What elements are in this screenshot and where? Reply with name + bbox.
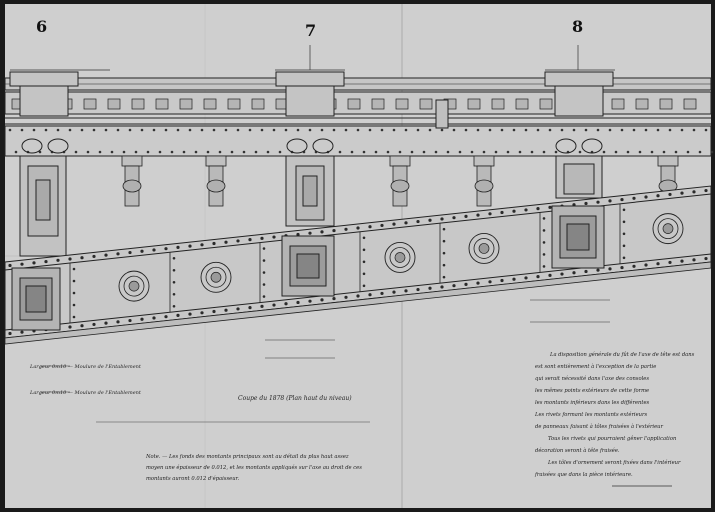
svg-text:Tous les rivets qui pourraient: Tous les rivets qui pourraient gêner l'a… <box>548 435 676 442</box>
pilaster-bay-8 <box>555 155 603 199</box>
pilaster-bay-6 <box>19 155 67 257</box>
dimension-notes <box>40 299 610 393</box>
label-left-2: Largeur 0m10 — Moulure de l'Entablement <box>29 390 142 396</box>
pilaster-bay-7 <box>285 155 335 227</box>
label-left-1: Largeur 0m10 — Moulure de l'Entablement <box>29 364 142 370</box>
bay-number-7: 7 <box>305 21 316 40</box>
ornament-panel-1 <box>11 267 61 331</box>
capital-bay-7 <box>275 71 345 154</box>
svg-text:qui serait nécessité dans l'ax: qui serait nécessité dans l'axe des cons… <box>535 375 649 382</box>
note-right: La disposition générale du fût de l'axe … <box>534 351 695 478</box>
svg-text:Les tôles d'ornement seront fi: Les tôles d'ornement seront fixées dans … <box>547 459 681 466</box>
svg-text:La disposition générale du fût: La disposition générale du fût de l'axe … <box>549 351 695 358</box>
svg-text:moyen une épaisseur de 0.012,: moyen une épaisseur de 0.012, et les mon… <box>146 464 362 471</box>
svg-text:les montants inférieurs dans l: les montants inférieurs dans les différe… <box>535 399 650 406</box>
svg-text:les mêmes points extérieurs de: les mêmes points extérieurs de cette for… <box>535 387 649 394</box>
svg-text:est sont entièrement à l'excep: est sont entièrement à l'exception de la… <box>535 363 656 370</box>
svg-text:Note. — Les fonds des montants: Note. — Les fonds des montants principau… <box>145 453 349 460</box>
inclined-stringer <box>4 185 712 345</box>
note-bottom: Note. — Les fonds des montants principau… <box>145 453 362 482</box>
capital-bay-6 <box>9 71 79 154</box>
beam-rivets <box>8 128 714 154</box>
scale-caption: Coupe du 1878 (Plan haut du niveau) <box>238 395 352 402</box>
ornament-panel-3 <box>551 205 605 269</box>
svg-text:montants auront 0.012 d'épaiss: montants auront 0.012 d'épaisseur. <box>146 475 239 482</box>
capital-bay-8 <box>544 71 614 154</box>
svg-text:décoration seront à tête frais: décoration seront à tête fraisée. <box>535 447 620 454</box>
ornament-panel-2 <box>281 235 335 297</box>
small-console <box>435 99 449 129</box>
top-dimension-lines <box>10 45 615 71</box>
bay-number-8: 8 <box>572 17 583 36</box>
stringer-joints <box>69 203 626 324</box>
svg-text:Les rivets formant les montant: Les rivets formant les montants extérieu… <box>534 411 647 418</box>
stringer-rosettes <box>118 213 684 302</box>
bay-number-6: 6 <box>36 17 47 36</box>
svg-text:fraisées que dans la pièce int: fraisées que dans la pièce intérieure. <box>534 471 633 478</box>
svg-text:de panneaux faisant à tôles fr: de panneaux faisant à tôles fraisées à l… <box>535 423 663 430</box>
